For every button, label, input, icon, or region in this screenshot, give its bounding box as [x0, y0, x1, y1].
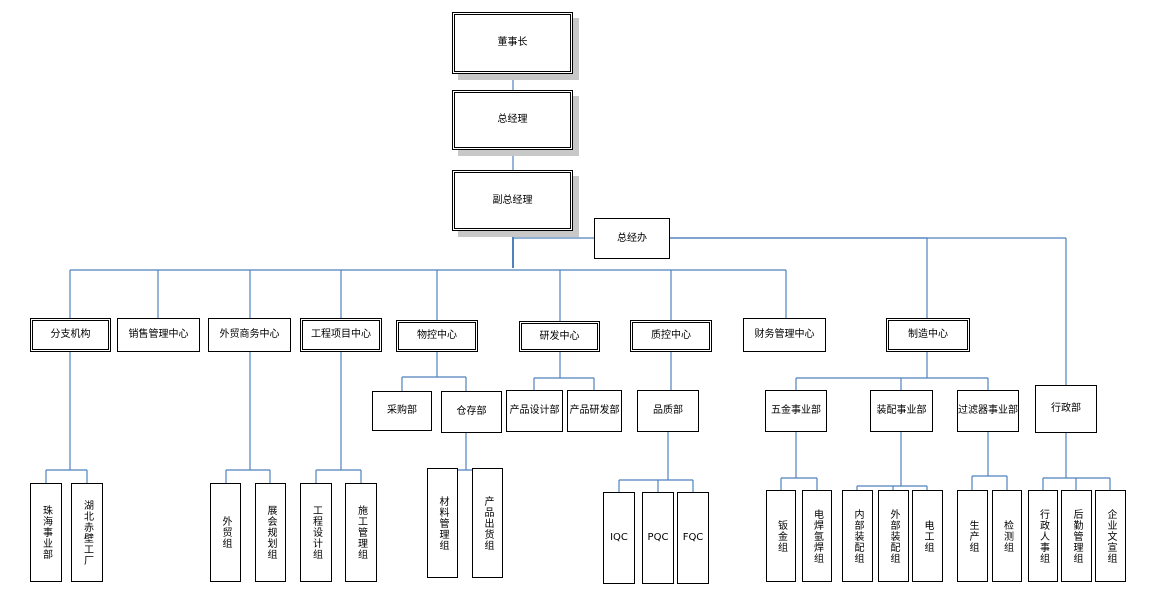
node-manufacturing-center: 制造中心 [886, 318, 970, 352]
node-branch: 分支机构 [30, 318, 111, 352]
node-product-rnd: 产品研发部 [567, 390, 622, 432]
node-deputy-general-manager: 副总经理 [452, 170, 573, 231]
node-welding-group: 电焊氩焊组 [802, 490, 832, 582]
node-production-group: 生产组 [957, 490, 988, 582]
node-construction-group: 施工管理组 [345, 483, 377, 582]
node-finance-center: 财务管理中心 [743, 318, 826, 352]
node-assembly-division: 装配事业部 [870, 390, 933, 432]
node-shipping-group: 产品出货组 [472, 468, 503, 578]
node-general-manager: 总经理 [452, 90, 573, 150]
node-foreign-trade-group: 外贸组 [210, 483, 241, 582]
node-admin-dept: 行政部 [1035, 385, 1097, 433]
node-product-design: 产品设计部 [506, 390, 563, 432]
node-quality-dept: 品质部 [637, 390, 699, 432]
node-materials-center: 物控中心 [396, 320, 478, 352]
node-internal-assembly-group: 内部装配组 [842, 490, 873, 582]
node-zhuhai-division: 珠海事业部 [30, 483, 62, 582]
node-gm-office: 总经办 [594, 218, 670, 259]
node-external-assembly-group: 外部装配组 [878, 490, 909, 582]
node-material-mgmt-group: 材料管理组 [427, 468, 458, 578]
node-qc-center: 质控中心 [630, 320, 712, 352]
node-iqc: IQC [603, 492, 635, 584]
node-chairman: 董事长 [452, 12, 573, 74]
node-sales-center: 销售管理中心 [117, 318, 200, 352]
node-fqc: FQC [677, 492, 709, 584]
node-hardware-division: 五金事业部 [765, 390, 827, 432]
node-electrician-group: 电工组 [912, 490, 943, 582]
node-culture-group: 企业文宣组 [1095, 490, 1126, 582]
node-hubei-factory: 湖北赤壁工厂 [71, 483, 103, 582]
node-foreign-trade-center: 外贸商务中心 [208, 318, 291, 352]
node-hr-group: 行政人事组 [1028, 490, 1058, 582]
node-logistics-group: 后勤管理组 [1061, 490, 1092, 582]
node-filter-division: 过滤器事业部 [957, 390, 1019, 432]
node-sheet-metal-group: 钣金组 [766, 490, 796, 582]
node-inspection-group: 检测组 [992, 490, 1022, 582]
node-purchasing: 采购部 [372, 391, 432, 431]
node-engineering-design-group: 工程设计组 [300, 483, 332, 582]
node-rnd-center: 研发中心 [519, 321, 600, 352]
node-pqc: PQC [642, 492, 674, 584]
node-expo-planning-group: 展会规划组 [255, 483, 286, 582]
node-engineering-center: 工程项目中心 [300, 318, 382, 352]
node-warehouse: 仓存部 [441, 391, 502, 433]
